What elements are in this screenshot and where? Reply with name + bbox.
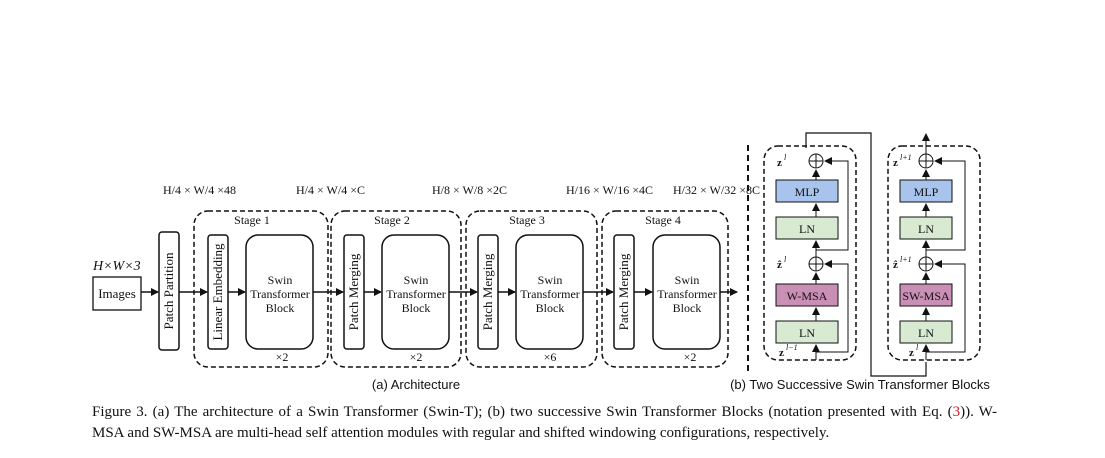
caption-part1: Figure 3. (a) The architecture of a Swin… [92, 404, 953, 420]
stage-4-repeat: ×2 [684, 350, 697, 364]
left-msa-label: W-MSA [787, 289, 828, 303]
right-add-top-icon [918, 153, 934, 169]
left-msa-box [775, 283, 839, 307]
stage-3-label: Stage 3 [509, 213, 545, 227]
left-block-frame [763, 145, 857, 361]
caption-part2: )). W-MSA and SW-MSA are multi-head self… [92, 404, 998, 441]
swin-block-1-line2: Transformer [250, 287, 310, 301]
right-add-mid-icon [918, 256, 934, 272]
left-z-out: z [777, 157, 782, 169]
left-z-in: z [779, 347, 784, 359]
stage-3-dim: H/8 × W/8 ×2C [432, 183, 507, 197]
stage-4-dim: H/16 × W/16 ×4C [566, 183, 653, 197]
left-z-out-sup: l [784, 153, 787, 162]
left-add-mid-icon [808, 256, 824, 272]
left-z-mid-sup: l [784, 255, 787, 264]
swin-block-1-line3: Block [266, 301, 295, 315]
input-dim-label: H×W×3 [92, 259, 141, 274]
swin-block-3-line3: Block [536, 301, 565, 315]
patch-partition-label: Patch Partition [161, 252, 176, 329]
stage-1-dim: H/4 × W/4 ×48 [163, 183, 236, 197]
left-ln-top-box [775, 216, 839, 240]
right-z-mid: ẑ [893, 259, 898, 271]
right-z-mid-sup: l+1 [900, 255, 912, 264]
stage-2-repeat: ×2 [410, 350, 423, 364]
caption-eq-ref[interactable]: 3 [952, 404, 961, 420]
swin-block-2-line2: Transformer [386, 287, 446, 301]
swin-block-4-line2: Transformer [657, 287, 717, 301]
right-ln-top-label: LN [918, 222, 934, 236]
stage-2-dim: H/4 × W/4 ×C [296, 183, 365, 197]
images-label: Images [98, 286, 136, 301]
figure-caption: Figure 3. (a) The architecture of a Swin… [92, 402, 997, 444]
swin-block-3-line2: Transformer [520, 287, 580, 301]
left-ln-bottom-label: LN [799, 326, 815, 340]
swin-block-3-line1: Swin [538, 273, 563, 287]
right-ln-bottom-label: LN [918, 326, 934, 340]
final-dim: H/32 × W/32 ×8C [673, 183, 760, 197]
patch-merging-label-2: Patch Merging [346, 253, 361, 330]
stage-4-frame [601, 210, 729, 368]
stage-1-frame [193, 210, 329, 368]
right-block-arrows [922, 133, 966, 360]
right-z-out: z [893, 157, 898, 169]
stage-4-label: Stage 4 [645, 213, 681, 227]
left-ln-top-label: LN [799, 222, 815, 236]
subcaption-a: (a) Architecture [372, 377, 460, 392]
linear-embedding-label: Linear Embedding [210, 243, 225, 341]
left-mlp-label: MLP [795, 185, 820, 199]
left-z-in-sup: l−1 [786, 343, 798, 352]
right-z-in-sup: l [916, 343, 919, 352]
stage-2-frame [330, 210, 462, 368]
stage-2-label: Stage 2 [374, 213, 410, 227]
swin-block-4-line3: Block [673, 301, 702, 315]
right-msa-label: SW-MSA [902, 289, 950, 303]
swin-block-2-line3: Block [402, 301, 431, 315]
patch-partition-box [158, 231, 180, 351]
left-z-mid: ẑ [777, 259, 782, 271]
patch-merging-label-4: Patch Merging [616, 253, 631, 330]
swin-block-4-line1: Swin [675, 273, 700, 287]
left-add-top-icon [808, 153, 824, 169]
patch-merging-label-3: Patch Merging [480, 253, 495, 330]
block-connector-line [805, 132, 927, 377]
stage-3-frame [465, 210, 598, 368]
stage-1-label: Stage 1 [234, 213, 270, 227]
swin-block-1-line1: Swin [268, 273, 293, 287]
right-mlp-label: MLP [914, 185, 939, 199]
left-block-arrows [812, 157, 849, 360]
right-z-out-sup: l+1 [900, 153, 912, 162]
left-ln-bottom-box [775, 320, 839, 344]
subcaption-b: (b) Two Successive Swin Transformer Bloc… [730, 377, 990, 392]
swin-block-2-line1: Swin [404, 273, 429, 287]
stage-3-repeat: ×6 [544, 350, 557, 364]
right-z-in: z [909, 347, 914, 359]
images-box [92, 276, 142, 311]
stage-1-repeat: ×2 [276, 350, 289, 364]
left-mlp-box [775, 179, 839, 203]
right-block-frame [887, 145, 981, 361]
